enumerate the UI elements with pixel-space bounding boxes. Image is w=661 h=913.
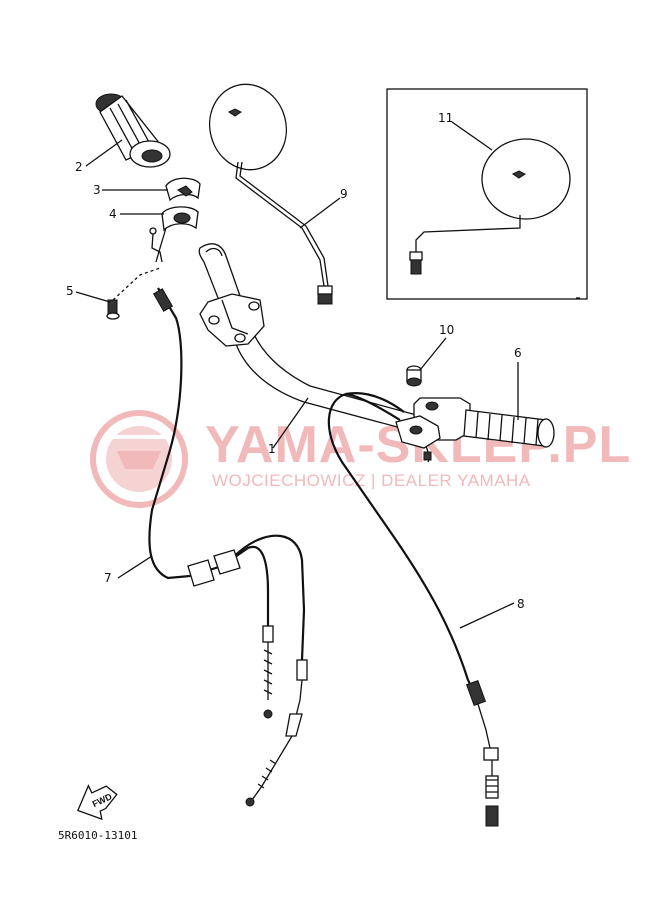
throttle-cap xyxy=(406,365,422,387)
watermark-tagline: WOJCIECHOWICZ | DEALER YAMAHA xyxy=(212,471,531,490)
mirror-inset xyxy=(409,138,580,299)
callout-5: 5 xyxy=(66,284,74,298)
left-grip xyxy=(95,93,171,168)
fwd-arrow-icon: FWD xyxy=(77,784,118,821)
leader-lines xyxy=(75,121,519,629)
diagram-code: 5R6010-13101 xyxy=(58,829,137,842)
callout-10: 10 xyxy=(439,323,454,337)
cable-throttle xyxy=(148,287,308,807)
mirror-left xyxy=(208,83,333,305)
inset-box xyxy=(386,88,588,300)
callout-1: 1 xyxy=(268,442,276,456)
throttle-grip xyxy=(395,397,555,463)
callouts: 1 2 3 4 5 6 7 8 9 10 11 xyxy=(66,111,525,611)
callout-9: 9 xyxy=(340,187,348,201)
callout-7: 7 xyxy=(104,571,112,585)
lever-holder-cap xyxy=(165,177,201,202)
callout-8: 8 xyxy=(517,597,525,611)
cable-clutch xyxy=(327,392,499,827)
watermark-logo xyxy=(90,410,188,508)
callout-4: 4 xyxy=(109,207,117,221)
callout-6: 6 xyxy=(514,346,522,360)
screw xyxy=(106,267,161,320)
callout-2: 2 xyxy=(75,160,83,174)
lever-holder xyxy=(149,206,199,263)
callout-3: 3 xyxy=(93,183,101,197)
callout-11: 11 xyxy=(438,111,453,125)
